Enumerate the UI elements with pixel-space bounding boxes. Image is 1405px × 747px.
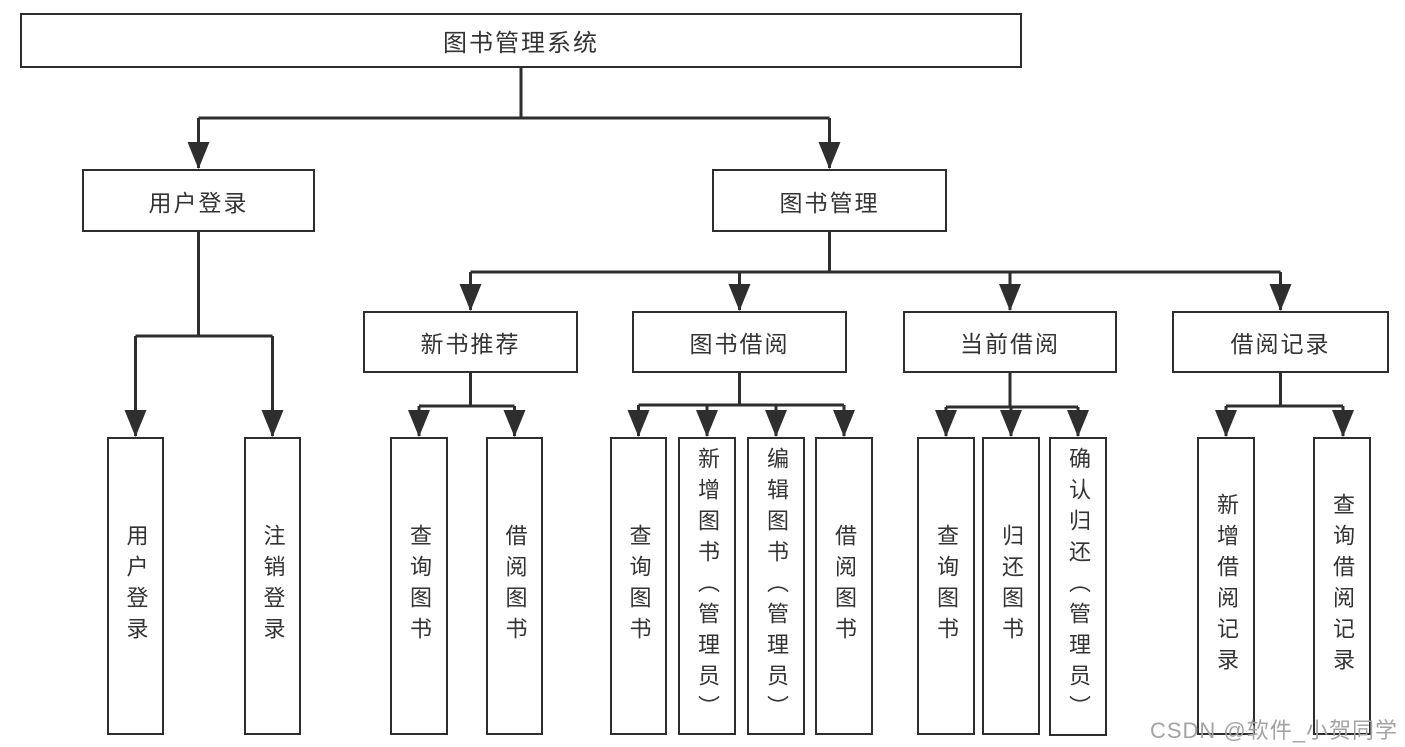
leaf-user-login: 用户登录 <box>107 437 164 735</box>
leaf-current-return-book: 归还图书 <box>982 437 1040 735</box>
arrowhead-down-icon <box>935 410 957 437</box>
node-book-management-branch: 图书管理 <box>712 169 947 232</box>
node-borrow-record: 借阅记录 <box>1172 311 1389 373</box>
arrowhead-down-icon <box>124 410 147 437</box>
arrowhead-down-icon <box>728 284 751 311</box>
leaf-recommend-query-book: 查询图书 <box>390 437 448 735</box>
leaf-record-query: 查询借阅记录 <box>1313 437 1371 735</box>
connector-user-login-to-leaves <box>124 232 284 437</box>
connector-new-book-recommend-to-leaves <box>408 373 526 437</box>
arrowhead-down-icon <box>1000 410 1022 437</box>
leaf-logout: 注销登录 <box>244 437 301 735</box>
arrowhead-down-icon <box>833 410 855 437</box>
arrowhead-down-icon <box>1269 284 1292 311</box>
connector-current-borrow-to-leaves <box>935 373 1089 437</box>
connector-root-to-branches <box>187 68 841 169</box>
arrowhead-down-icon <box>696 410 718 437</box>
arrowhead-down-icon <box>261 410 284 437</box>
node-user-login-branch: 用户登录 <box>82 169 315 232</box>
leaf-borrow-query-book: 查询图书 <box>610 437 667 735</box>
arrowhead-down-icon <box>1067 410 1089 437</box>
arrowhead-down-icon <box>1215 410 1237 437</box>
arrowhead-down-icon <box>818 142 841 169</box>
arrowhead-down-icon <box>503 410 526 437</box>
leaf-current-query-book: 查询图书 <box>917 437 975 735</box>
leaf-borrow-borrow-book: 借阅图书 <box>815 437 873 735</box>
node-new-book-recommend: 新书推荐 <box>363 311 578 373</box>
csdn-watermark: CSDN @软件_小贺同学 <box>1149 718 1398 743</box>
connector-borrow-record-to-leaves <box>1215 373 1354 437</box>
arrowhead-down-icon <box>1332 410 1354 437</box>
connector-book-management-to-modules <box>459 232 1292 311</box>
leaf-record-add: 新增借阅记录 <box>1197 437 1255 735</box>
arrowhead-down-icon <box>627 410 650 437</box>
arrowhead-down-icon <box>999 284 1021 311</box>
arrowhead-down-icon <box>459 284 482 311</box>
arrowhead-down-icon <box>187 142 210 169</box>
leaf-current-confirm-return-admin: 确认归还（管理员） <box>1049 437 1107 736</box>
arrowhead-down-icon <box>765 410 787 437</box>
leaf-borrow-edit-book-admin: 编辑图书（管理员） <box>747 437 805 735</box>
node-library-management-system: 图书管理系统 <box>20 13 1022 68</box>
node-book-borrow: 图书借阅 <box>632 311 847 373</box>
connector-book-borrow-to-leaves <box>627 373 855 437</box>
arrowhead-down-icon <box>408 410 430 437</box>
leaf-recommend-borrow-book: 借阅图书 <box>486 437 543 735</box>
leaf-borrow-add-book-admin: 新增图书（管理员） <box>678 437 736 735</box>
node-current-borrow: 当前借阅 <box>903 311 1117 373</box>
